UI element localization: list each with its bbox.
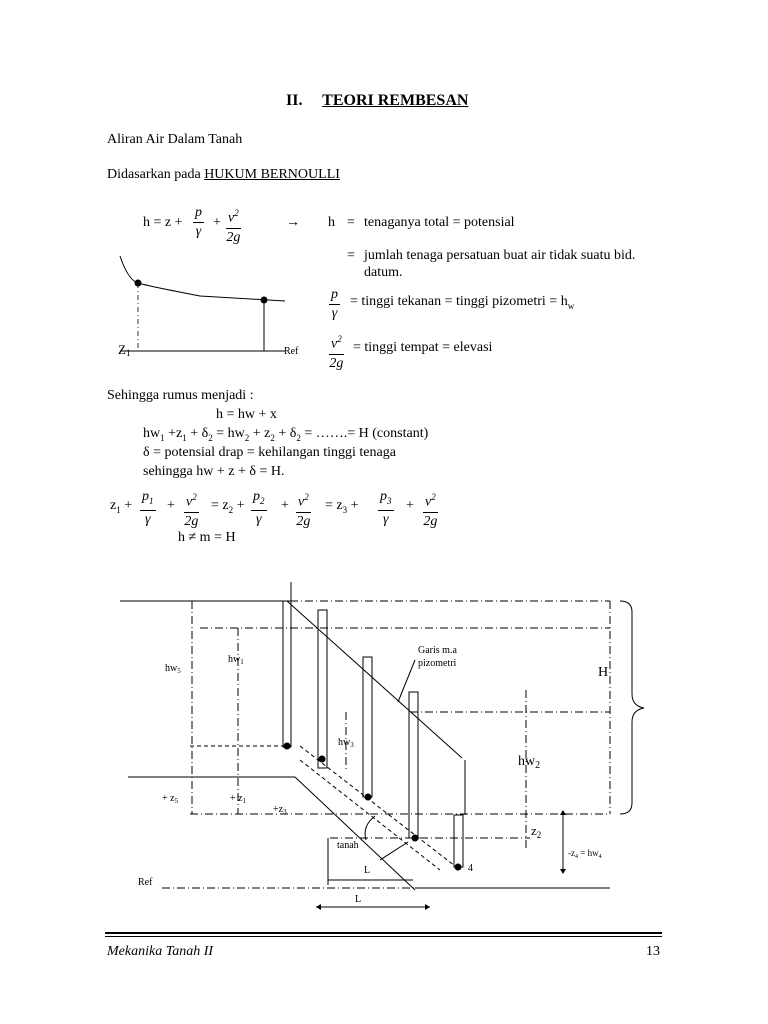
def-elevation: = tinggi tempat = elevasi (353, 340, 493, 355)
intro-line-2: Didasarkan pada HUKUM BERNOULLI (107, 167, 340, 183)
eq5-z1: z1 + (110, 498, 133, 515)
def-h2-line2: datum. (364, 265, 403, 280)
def-h-symbol: h (328, 215, 335, 230)
eq5-p2-frac: p2 γ (251, 489, 267, 527)
p-symbol: p (193, 204, 204, 223)
hw1-label: hw1 (228, 654, 244, 666)
hw2-label: hw2 (518, 754, 540, 771)
section-heading: II. TEORI REMBESAN (286, 92, 468, 110)
formula-lead: Sehingga rumus menjadi : (107, 388, 254, 403)
eq5-v3-frac: v2 2g (423, 488, 438, 531)
two-g: 2g (226, 229, 241, 245)
eq5-v1-frac: v2 2g (184, 488, 199, 531)
v-squared: v2 (226, 204, 241, 229)
tube-4-label: 4 (468, 863, 473, 874)
L-inner-label: L (364, 865, 370, 876)
plus-sign: + (213, 215, 221, 230)
tube-4-tip (411, 834, 419, 842)
bernoulli-link: HUKUM BERNOULLI (204, 167, 340, 182)
formula-1: h = hw + x (216, 407, 277, 422)
eq5-eq-z2: = z2 + (211, 498, 245, 515)
tanah-label: tanah (337, 840, 359, 851)
footer-rule-thin (105, 936, 662, 937)
formula-4: sehingga hw + z + δ = H. (143, 464, 285, 479)
formula-6: h ≠ m = H (178, 530, 236, 545)
section-number: II. (286, 92, 303, 109)
z1-diag-label: + z1 (230, 793, 247, 805)
eq5-p1-frac: p1 γ (140, 489, 156, 527)
z5-label: + z5 (162, 793, 179, 805)
p-over-gamma: p γ (193, 204, 204, 241)
footer-title: Mekanika Tanah II (107, 944, 214, 959)
tube-5-tip (454, 863, 462, 871)
bernoulli-lhs: h = z + (143, 215, 183, 230)
ref-label: Ref (284, 346, 299, 357)
page-number: 13 (646, 944, 660, 959)
formula-3: δ = potensial drap = kehilangan tinggi t… (143, 445, 396, 460)
section-title: TEORI REMBESAN (322, 92, 469, 109)
tube-3-tip (364, 793, 372, 801)
arrow-icon: → (286, 215, 300, 230)
def-h-text: tenaganya total = potensial (364, 215, 515, 230)
intro-prefix: Didasarkan pada (107, 167, 205, 182)
eq5-v2-frac: v2 2g (296, 488, 311, 531)
def-h2-eq: = (347, 248, 355, 263)
small-energy-figure: Z1 Ref (118, 255, 299, 358)
def-h-eq: = (347, 215, 355, 230)
z2-label: z2 (531, 823, 541, 840)
energy-curve (119, 255, 286, 302)
formula-2: hw1 +z1 + δ2 = hw2 + z2 + δ2 = …….= H (c… (143, 426, 429, 443)
v2-over-2g-def: v2 2g (329, 330, 344, 373)
seepage-diagram: hw5 hw1 hw3 Garis m.a pizometri H hw2 + … (120, 582, 645, 910)
def-pressure: = tinggi tekanan = tinggi pizometri = hw (350, 294, 575, 311)
p-over-gamma-def: p γ (329, 287, 340, 321)
garis-label-2: pizometri (418, 658, 457, 669)
eq5-p3-frac: p3 γ (378, 489, 394, 527)
hw3-label: hw3 (338, 737, 354, 749)
v2-over-2g: v2 2g (226, 204, 241, 247)
footer-rule (105, 932, 662, 934)
eq5-plus-1: + (167, 498, 175, 513)
tube-2-tip (318, 755, 326, 763)
intro-line-1: Aliran Air Dalam Tanah (107, 132, 243, 147)
gamma-symbol: γ (195, 224, 202, 239)
ref-diag-label: Ref (138, 877, 153, 888)
H-label: H (598, 665, 608, 680)
z3-label: +z3 (273, 804, 287, 816)
L-outer-label: L (355, 894, 361, 905)
eq5-plus-3: + (406, 498, 414, 513)
z1-label: Z1 (118, 342, 130, 358)
def-h2-line1: jumlah tenaga persatuan buat air tidak s… (364, 248, 636, 263)
z4-label: -z4 = hw4 (568, 848, 602, 860)
eq5-plus-2: + (281, 498, 289, 513)
eq5-eq-z3: = z3 + (325, 498, 359, 515)
hw5-label: hw5 (165, 663, 181, 675)
tube-1-tip (283, 742, 291, 750)
garis-label-1: Garis m.a (418, 645, 457, 656)
